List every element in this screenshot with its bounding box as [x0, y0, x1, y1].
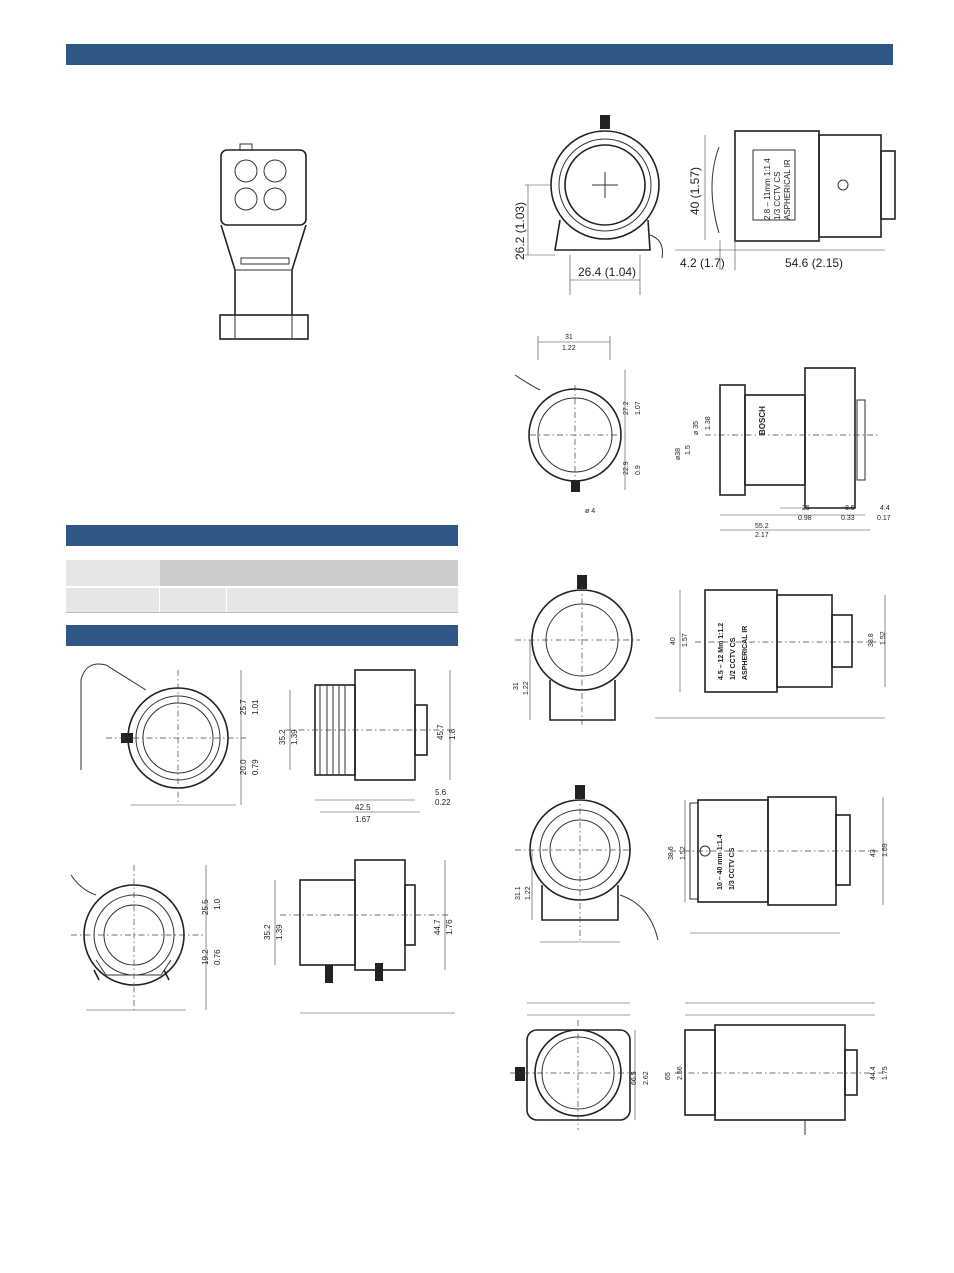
lens7-front-upper: 25.5 [201, 899, 210, 915]
lens7-side-view: 35.2 1.39 44.7 1.76 [263, 859, 455, 1014]
lens3-front-h: 31 [513, 682, 520, 690]
lens2-side-view: BOSCH ø38 1.5 ø 35 1.38 25 0.98 8.5 0.33… [675, 367, 891, 539]
lens2-d3-in: 0.17 [877, 515, 891, 522]
lens2-d1-in: 0.98 [798, 515, 812, 522]
lens7-front-lower: 19.2 [201, 949, 210, 965]
lens3-label-line-1: 4.5 – 12 Mm 1:1.2 [718, 623, 725, 680]
lens6-side-len: 42.5 [355, 803, 371, 812]
lens1-side-height: 40 (1.57) [688, 167, 702, 215]
middle-section-bar [66, 525, 458, 546]
lens6-side-f-in: 0.22 [435, 798, 451, 807]
table-header-cell [160, 560, 458, 586]
lens6-front-view: 25.7 1.01 20.0 0.79 [80, 663, 260, 806]
lens2-total: 55.2 [755, 523, 769, 530]
lens2-brand: BOSCH [758, 406, 767, 435]
lens4-side-h1-in: 1.52 [680, 846, 687, 860]
lens3-front-h-in: 1.22 [523, 681, 530, 695]
lens6-side-len-in: 1.67 [355, 815, 371, 824]
top-section-bar [66, 44, 893, 65]
lens5-front-h: 66.5 [631, 1071, 638, 1085]
lens1-label-line-1: 2.8 – 11mm 1:1.4 [763, 158, 772, 220]
lens3-side-h1-in: 1.57 [682, 633, 689, 647]
lens2-lower: 22.9 [623, 461, 630, 475]
lens7-front-lower-in: 0.76 [213, 949, 222, 965]
lens7-side-h1: 35.2 [263, 924, 272, 940]
lens6-front-lower: 20.0 [239, 759, 248, 775]
lens4-side-h2: 43 [870, 849, 877, 857]
lens3-side-view: 4.5 – 12 Mm 1:1.2 1/2 CCTV CS ASPHERICAL… [655, 589, 887, 719]
lens6-side-view: 35.2 1.39 45.7 1.8 5.6 0.22 42.5 1.67 [278, 669, 457, 824]
lens2-d1: 25 [802, 505, 810, 512]
lens4-front-h: 31.1 [515, 886, 522, 900]
lens5-side-h2-in: 1.75 [882, 1066, 889, 1080]
lens2-width: 31 [565, 334, 573, 341]
lens7-front-upper-in: 1.0 [213, 898, 222, 910]
lens1-front-view: 26.2 (1.03) 26.4 (1.04) [513, 115, 663, 295]
bottom-section-bar [66, 625, 458, 646]
lens3-side-h1: 40 [670, 637, 677, 645]
table-divider [159, 588, 160, 612]
lens3-label-line-3: ASPHERICAL IR [742, 626, 749, 680]
lens3-side-h2: 38.8 [868, 633, 875, 647]
lens5-front-h-in: 2.62 [643, 1071, 650, 1085]
lens6-side-h1: 35.2 [278, 729, 287, 745]
lens2-dia-outer-in: 1.5 [685, 445, 692, 455]
lens2-dia-inner: ø 35 [693, 421, 700, 435]
lens2-total-in: 2.17 [755, 532, 769, 539]
lens4-label-line-1: 10 – 40 mm 1:1.4 [717, 834, 724, 890]
table-divider [226, 588, 227, 612]
lens2-dia-outer: ø38 [675, 448, 682, 460]
lens5-side-h2: 44.4 [870, 1066, 877, 1080]
lens2-width-in: 1.22 [562, 345, 576, 352]
lens6-side-f: 5.6 [435, 788, 447, 797]
lens6-front-upper-in: 1.01 [251, 699, 260, 715]
lens2-upper: 27.2 [623, 401, 630, 415]
lens1-front-width: 26.4 (1.04) [578, 265, 636, 279]
lens6-side-h2: 45.7 [436, 724, 445, 740]
lens1-side-length: 54.6 (2.15) [785, 256, 843, 270]
lens2-d2-in: 0.33 [841, 515, 855, 522]
lens4-side-h1: 38.6 [668, 846, 675, 860]
lens5-side-view: 65 2.56 44.4 1.75 [665, 1002, 889, 1135]
lens3-front-view: 31 1.22 [513, 575, 640, 725]
lens4-front-view: 31.1 1.22 [515, 785, 659, 943]
lens7-side-h2: 44.7 [433, 919, 442, 935]
lens1-label-line-3: ASPHERICAL IR [783, 159, 792, 220]
lens2-dia-inner-in: 1.38 [705, 416, 712, 430]
lens2-d3: 4.4 [880, 505, 890, 512]
lens6-side-h2-in: 1.8 [448, 728, 457, 740]
lens4-side-view: 10 – 40 mm 1:1.4 1/3 CCTV CS 38.6 1.52 4… [668, 796, 889, 934]
lens5-side-h1-in: 2.56 [677, 1066, 684, 1080]
lens4-label-line-2: 1/3 CCTV CS [729, 847, 736, 890]
lens2-upper-in: 1.07 [635, 401, 642, 415]
lens3-label-line-2: 1/2 CCTV CS [730, 637, 737, 680]
lens2-screw: ø 4 [585, 508, 595, 515]
lens5-front-view: 66.5 2.62 [510, 1002, 650, 1130]
lens6-front-upper: 25.7 [239, 699, 248, 715]
lens1-side-flange: 4.2 (1.7) [680, 256, 725, 270]
lens4-front-h-in: 1.22 [525, 886, 532, 900]
lens2-d2: 8.5 [845, 505, 855, 512]
lens7-front-view: 25.5 1.0 19.2 0.76 [70, 865, 222, 1011]
lens1-label-line-2: 1/3 CCTV CS [773, 172, 782, 220]
lens1-front-height: 26.2 (1.03) [513, 202, 527, 260]
lens1-side-view: 2.8 – 11mm 1:1.4 1/3 CCTV CS ASPHERICAL … [675, 130, 896, 270]
lens7-side-h1-in: 1.39 [275, 924, 284, 940]
table-data-row [66, 588, 458, 613]
lens2-front-view: 31 1.22 27.2 1.07 22.9 0.9 ø 4 [514, 334, 642, 515]
lens2-lower-in: 0.9 [635, 465, 642, 475]
lens6-front-lower-in: 0.79 [251, 759, 260, 775]
lens5-side-h1: 65 [665, 1072, 672, 1080]
lens4-side-h2-in: 1.69 [882, 843, 889, 857]
connector-bracket-drawing [219, 143, 309, 340]
lens7-side-h2-in: 1.76 [445, 919, 454, 935]
lens3-side-h2-in: 1.52 [880, 631, 887, 645]
lens6-side-h1-in: 1.39 [290, 729, 299, 745]
